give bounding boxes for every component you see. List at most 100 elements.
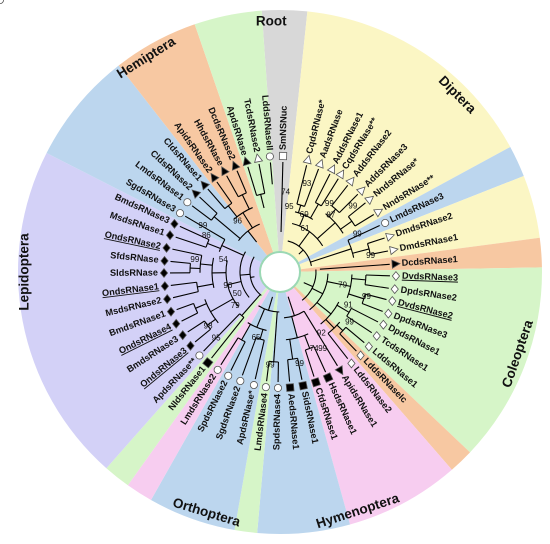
internal-node [285, 333, 309, 341]
clade-sector-hemiptera [299, 237, 542, 272]
leaf-branch [269, 162, 273, 185]
internal-stem [340, 220, 353, 230]
leaf-marker-triangle-open [355, 186, 366, 197]
internal-node [225, 260, 239, 307]
clade-sector-diptera [282, 11, 511, 263]
internal-stem [259, 329, 264, 340]
bootstrap-value: 98 [204, 321, 213, 330]
leaf-branch [367, 237, 385, 245]
clade-sector-root [261, 10, 308, 253]
leaf-label: LddsRNaseII [260, 95, 275, 151]
internal-stem [352, 248, 370, 254]
leaf-branch [172, 291, 199, 299]
leaf-marker-triangle-open [364, 195, 375, 206]
internal-stem [247, 230, 258, 243]
leaf-branch [304, 349, 315, 377]
bootstrap-value: 95 [212, 333, 221, 342]
leaf-marker-circle-open [273, 383, 282, 392]
clade-sectors [17, 10, 542, 534]
leaf-marker-diamond-filled [178, 330, 187, 341]
leaf-branch [247, 166, 258, 196]
leaf-marker-triangle-filled [334, 365, 344, 376]
internal-node [204, 320, 211, 330]
internal-stem [316, 222, 336, 240]
leaf-branch [361, 303, 383, 312]
clade-sector-hemiptera [118, 24, 274, 257]
leaf-marker-diamond-open [388, 296, 397, 307]
bootstrap-value: 99 [362, 292, 371, 301]
leaf-branch [207, 188, 226, 209]
leaf-branch [339, 333, 357, 352]
leaf-marker-circle-open [381, 218, 390, 227]
leaf-branch [354, 214, 375, 227]
internal-stem [241, 323, 251, 341]
leaf-branch [365, 293, 387, 301]
clade-sector-orthoptera [297, 146, 524, 265]
leaf-branch [216, 181, 233, 204]
internal-stem [227, 280, 242, 286]
clade-sector-orthoptera [46, 65, 268, 263]
leaf-marker-triangle-open [254, 153, 264, 163]
leaf-marker-circle-open [195, 351, 204, 360]
leaf-branch [345, 326, 365, 344]
leaf-marker-diamond-filled [160, 255, 169, 266]
clade-label-root: Root [256, 14, 287, 29]
leaf-branch [175, 236, 207, 248]
leaf-marker-triangle-open [302, 154, 312, 165]
leaf-branch [170, 281, 197, 286]
leaf-branch [241, 337, 257, 376]
internal-stem [303, 282, 314, 288]
leaf-branch [296, 165, 308, 205]
leaf-branch [181, 312, 198, 322]
leaf-branch [203, 313, 241, 352]
internal-node [199, 255, 203, 273]
bootstrap-value: 50 [233, 289, 242, 298]
clade-sector-diptera [298, 175, 540, 270]
bootstrap-value: 99 [348, 202, 357, 211]
bootstrap-value: 86 [202, 231, 211, 240]
leaf-marker-diamond-open [391, 271, 401, 282]
internal-stem [336, 324, 344, 332]
internal-stem [240, 273, 251, 276]
leaf-marker-square-filled [322, 372, 334, 383]
internal-stem [336, 304, 350, 313]
internal-stem [326, 281, 351, 287]
internal-node [210, 212, 218, 221]
bootstrap-value: 99 [198, 221, 207, 230]
leaf-marker-diamond-filled [170, 218, 179, 229]
leaf-branch [191, 205, 212, 221]
clade-label-lepidoptera: Lepidoptera [17, 233, 32, 311]
internal-stem [260, 194, 265, 209]
leaf-marker-diamond-open [372, 330, 381, 342]
internal-node [364, 274, 367, 285]
leaf-label: SfdsRNase [110, 250, 159, 265]
leaf-branch [347, 225, 380, 241]
clade-sector-coleoptera [234, 291, 279, 534]
leaf-marker-square-filled [202, 357, 214, 369]
leaf-label: SldsRNase [110, 268, 158, 278]
internal-node [315, 202, 322, 207]
clade-sector-hymenoptera [127, 288, 271, 501]
leaf-marker-triangle-open [326, 164, 335, 175]
leaf-branch [314, 173, 331, 203]
leaf-label: SmNSNuc [278, 105, 289, 150]
leaf-branch [320, 178, 339, 207]
leaf-marker-triangle-open [389, 246, 399, 256]
leaf-marker-diamond-filled [159, 267, 169, 279]
leaf-marker-triangle-filled [242, 156, 252, 167]
internal-stem [241, 294, 261, 316]
leaf-marker-triangle-open [373, 208, 384, 218]
internal-stem [250, 276, 255, 279]
leaf-branch [365, 274, 390, 277]
leaf-branch [187, 320, 205, 333]
leaf-marker-square-filled [298, 380, 308, 391]
leaf-marker-square-filled [285, 383, 295, 392]
internal-node [346, 274, 353, 298]
internal-stem [267, 296, 274, 311]
leaf-marker-circle-open [176, 209, 185, 218]
clade-sector-coleoptera [194, 10, 279, 254]
leaf-branch [364, 284, 389, 289]
leaf-marker-diamond-filled [165, 230, 175, 241]
leaf-branch [370, 250, 389, 255]
